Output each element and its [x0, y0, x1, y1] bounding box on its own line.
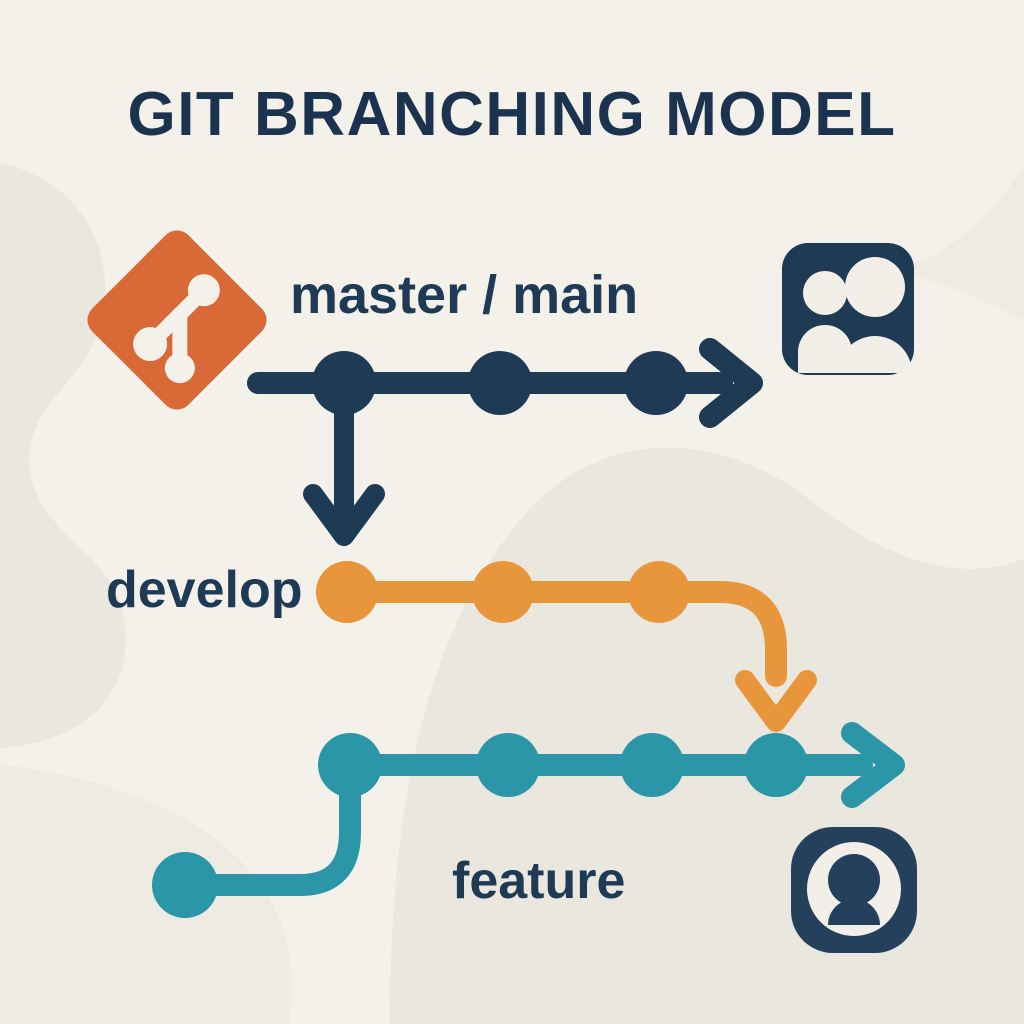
branch-label-develop: develop [106, 561, 303, 619]
branch-develop [316, 561, 817, 732]
develop-to-feature-arrowhead [735, 670, 817, 732]
master-commit-dot[interactable] [468, 351, 532, 415]
user-icon-shoulders [828, 899, 880, 925]
develop-commit-dot[interactable] [472, 561, 534, 623]
connector-master-to-develop [303, 385, 385, 546]
feature-commit-dot[interactable] [620, 733, 684, 797]
team-icon-figures [798, 257, 912, 373]
user-icon-figure [807, 842, 901, 936]
blob-topright [900, 163, 1024, 322]
feature-origin-curve [174, 764, 361, 896]
team-icon-large-head [845, 257, 905, 317]
master-to-develop-arrowhead [303, 484, 385, 546]
branch-label-master: master / main [290, 265, 639, 325]
develop-branch-line [319, 581, 787, 687]
blob-bottomleft [0, 764, 292, 1024]
feature-commit-dot[interactable] [744, 733, 808, 797]
develop-commit-dot[interactable] [316, 561, 378, 623]
feature-commit-dot[interactable] [476, 733, 540, 797]
feature-end-arrowhead [841, 722, 905, 808]
master-commit-dot[interactable] [312, 351, 376, 415]
team-icon-large-body [838, 336, 912, 373]
team-icon-small-body [798, 325, 852, 373]
branch-master [247, 338, 763, 428]
feature-commit-dot[interactable] [318, 733, 382, 797]
master-commit-dot[interactable] [624, 351, 688, 415]
team-icon-small-head [803, 271, 847, 315]
feature-origin-commit-dot[interactable] [152, 852, 218, 918]
user-icon-head [828, 854, 880, 906]
git-logo-nodes [133, 274, 220, 384]
branch-feature [152, 722, 905, 918]
page-title: GIT BRANCHING MODEL [127, 80, 897, 149]
master-end-arrowhead [699, 338, 763, 428]
branch-label-feature: feature [452, 852, 626, 910]
develop-commit-dot[interactable] [628, 561, 690, 623]
